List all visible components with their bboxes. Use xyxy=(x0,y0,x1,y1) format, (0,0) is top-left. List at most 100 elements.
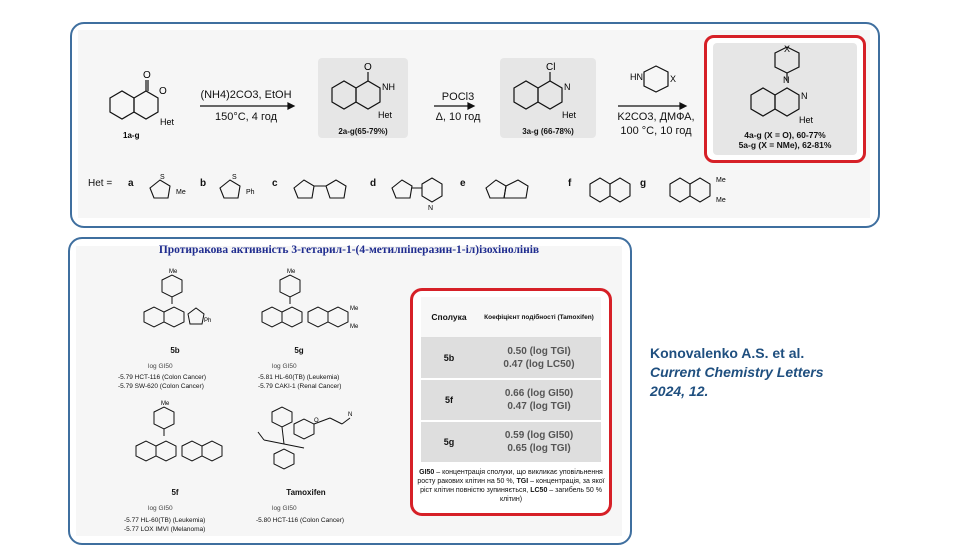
svg-text:S: S xyxy=(160,174,165,181)
product-het-label: Het xyxy=(799,115,814,125)
table-row: 5g 0.59 (log GI50) 0.65 (log TGI) xyxy=(421,421,601,464)
het-d-label: d xyxy=(370,178,377,189)
x-label: X xyxy=(670,74,676,84)
compound-5g-structure: Me Me Me xyxy=(261,269,359,330)
reaction-scheme-drawing: O O Het 1a-g xyxy=(109,70,688,140)
compound-2-label: 2a-g(65-79%) xyxy=(338,127,388,136)
het-f-structure xyxy=(589,177,631,203)
c3-n-label: N xyxy=(564,82,571,92)
ring-o-label: O xyxy=(159,86,167,97)
het-b-label: b xyxy=(200,178,207,189)
reagents-step2: POCl3 xyxy=(441,91,475,103)
c3-het-label: Het xyxy=(562,110,577,120)
het-definitions: Het = a S Me b S Ph c d N e f g Me Me xyxy=(88,172,858,212)
het-g-structure: Me Me xyxy=(669,177,726,204)
reagents-step2-cond: Δ, 10 год xyxy=(435,111,481,123)
het-b-structure: S Ph xyxy=(219,174,255,199)
table-header-coef: Коефіцієнт подібності (Tamoxifen) xyxy=(477,297,601,338)
c3-cl-label: Cl xyxy=(546,62,555,73)
row-5b-compound: 5b xyxy=(421,337,477,380)
5b-log-gi: log GI50 xyxy=(148,363,173,370)
row-5g-v1: 0.59 (log GI50) xyxy=(504,430,574,441)
5f-log-gi: log GI50 xyxy=(148,505,173,512)
het-label: Het = xyxy=(88,178,113,189)
svg-text:N: N xyxy=(348,412,352,418)
5f-result-1: -5.77 HL-60(TB) (Leukemia) xyxy=(124,517,206,524)
het-a-label: a xyxy=(128,178,134,189)
svg-text:Me: Me xyxy=(350,324,359,330)
5g-result-2: -5.79 CAKI-1 (Renal Cancer) xyxy=(258,383,342,390)
compound-1-label: 1a-g xyxy=(123,131,140,140)
table-row: 5f 0.66 (log GI50) 0.47 (log TGI) xyxy=(421,379,601,422)
carbonyl-o-label: O xyxy=(143,70,151,81)
product-x-label: X xyxy=(784,44,790,54)
svg-text:O: O xyxy=(314,418,319,424)
het-c-structure xyxy=(293,179,347,199)
5f-result-2: -5.77 LOX IMVI (Melanoma) xyxy=(124,526,206,533)
row-5b-v1: 0.50 (log TGI) xyxy=(507,346,571,357)
similarity-table: Сполука Коефіцієнт подібності (Tamoxifen… xyxy=(421,297,601,464)
label-5g: 5g xyxy=(294,346,304,355)
svg-text:Me: Me xyxy=(287,269,296,275)
svg-text:N: N xyxy=(428,205,433,210)
tam-log-gi: log GI50 xyxy=(272,505,297,512)
product-n-label: N xyxy=(783,75,790,85)
reagents-step1: (NH4)2CO3, EtOH xyxy=(200,89,292,101)
het-e-label: e xyxy=(460,178,466,189)
reagents-step3: K2CO3, ДМФА, xyxy=(617,111,695,123)
row-5f-v1: 0.66 (log GI50) xyxy=(504,388,574,399)
piperazine-reagent: HN X xyxy=(630,65,676,93)
compound-5b-structure: Me Ph xyxy=(143,269,211,328)
het-label-1: Het xyxy=(160,117,175,127)
svg-text:Ph: Ph xyxy=(204,318,211,324)
product-ring-n-label: N xyxy=(801,91,808,101)
het-e-structure xyxy=(485,179,529,199)
svg-text:Me: Me xyxy=(350,306,359,312)
c2-o-label: O xyxy=(364,62,372,73)
citation-authors: Konovalenko A.S. et al. xyxy=(650,345,805,361)
reagents-step3-cond: 100 °C, 10 год xyxy=(620,125,692,137)
product-highlight: X N N Het 4a-g (X = O), 60-77% 5a-g (X =… xyxy=(704,35,866,163)
5b-result-1: -5.79 HCT-116 (Colon Cancer) xyxy=(118,374,207,381)
het-f-label: f xyxy=(568,178,572,189)
similarity-table-box: Сполука Коефіцієнт подібності (Tamoxifen… xyxy=(410,288,612,516)
het-d-structure: N xyxy=(391,177,443,210)
svg-text:Me: Me xyxy=(716,177,726,184)
label-5f: 5f xyxy=(171,488,179,497)
table-footnote: GI50 – концентрація сполуки, що викликає… xyxy=(417,469,605,503)
svg-text:Me: Me xyxy=(176,189,186,196)
table-header-compound: Сполука xyxy=(421,297,477,338)
compound-4-label: 4a-g (X = O), 60-77% xyxy=(744,130,826,140)
5b-result-2: -5.79 SW-620 (Colon Cancer) xyxy=(118,383,204,390)
c2-nh-label: NH xyxy=(382,82,395,92)
activity-title: Протиракова активність 3-гетарил-1-(4-ме… xyxy=(158,244,540,256)
compound-5-label: 5a-g (X = NMe), 62-81% xyxy=(738,140,832,150)
citation-journal: Current Chemistry Letters xyxy=(650,364,824,380)
compound-3-label: 3a-g (66-78%) xyxy=(522,127,574,136)
reagents-step1-cond: 150°C, 4 год xyxy=(214,111,278,123)
label-5b: 5b xyxy=(170,346,180,355)
5g-result-1: -5.81 HL-60(TB) (Leukemia) xyxy=(258,374,340,381)
compound-2-box: O NH Het 2a-g(65-79%) xyxy=(318,58,408,138)
tam-result-1: -5.80 HCT-116 (Colon Cancer) xyxy=(256,517,345,524)
5g-log-gi: log GI50 xyxy=(272,363,297,370)
het-c-label: c xyxy=(272,178,278,189)
c2-het-label: Het xyxy=(378,110,393,120)
svg-text:S: S xyxy=(232,174,237,181)
svg-text:Me: Me xyxy=(716,197,726,204)
citation-year: 2024, 12. xyxy=(650,383,709,399)
svg-text:Me: Me xyxy=(169,269,178,275)
het-a-structure: S Me xyxy=(149,174,186,199)
row-5g-compound: 5g xyxy=(421,421,477,464)
citation: Konovalenko A.S. et al. Current Chemistr… xyxy=(650,344,824,401)
svg-text:Ph: Ph xyxy=(246,189,255,196)
row-5f-v2: 0.47 (log TGI) xyxy=(507,401,571,412)
svg-text:Me: Me xyxy=(161,401,170,407)
tamoxifen-structure: O N xyxy=(257,406,352,470)
compound-5f-structure: Me xyxy=(135,401,223,462)
row-5b-v2: 0.47 (log LC50) xyxy=(503,359,575,370)
row-5g-v2: 0.65 (log TGI) xyxy=(507,443,571,454)
het-g-label: g xyxy=(640,178,647,189)
row-5f-compound: 5f xyxy=(421,379,477,422)
compound-3-box: Cl N Het 3a-g (66-78%) xyxy=(500,58,596,138)
